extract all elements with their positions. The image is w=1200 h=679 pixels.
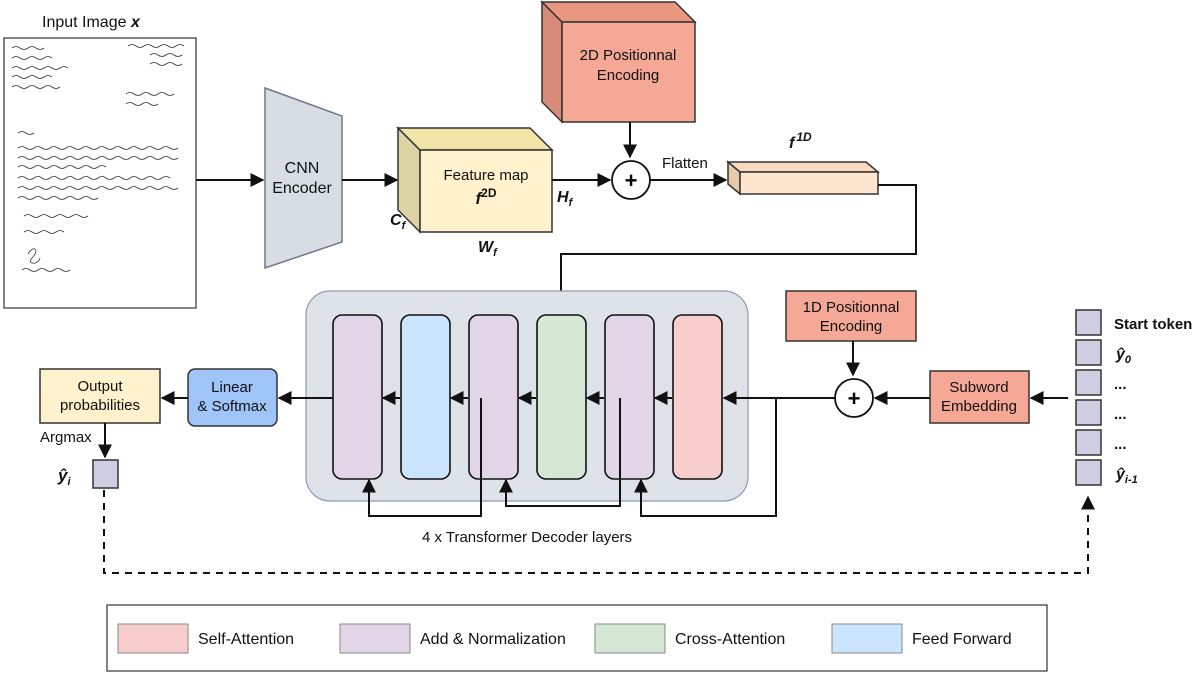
token-box bbox=[1075, 309, 1102, 336]
legend-label: Cross-Attention bbox=[675, 631, 785, 648]
legend-swatch bbox=[117, 623, 189, 654]
decoder-layer-cross-attention bbox=[536, 314, 587, 480]
dots-label-2: ... bbox=[1114, 406, 1127, 423]
cnn-encoder-label-1: CNN bbox=[285, 160, 320, 177]
token-column bbox=[1075, 309, 1102, 486]
output-probabilities bbox=[39, 368, 161, 424]
cnn-encoder-label-2: Encoder bbox=[272, 180, 332, 197]
pe2d-label-1: 2D Positionnal bbox=[580, 47, 677, 64]
feature-map-symbol: f2D bbox=[475, 186, 496, 208]
pe1d-label-2: Encoding bbox=[820, 318, 883, 335]
yi-label: ŷi bbox=[57, 466, 71, 488]
subword-embedding bbox=[929, 370, 1030, 424]
legend-label: Self-Attention bbox=[198, 631, 294, 648]
flatten-label: Flatten bbox=[662, 155, 708, 172]
decoder-caption: 4 x Transformer Decoder layers bbox=[422, 529, 632, 546]
legend-swatch bbox=[831, 623, 903, 654]
subword-label-2: Embedding bbox=[941, 398, 1017, 415]
legend-swatch bbox=[339, 623, 411, 654]
output-label-2: probabilities bbox=[60, 397, 140, 414]
decoder-layer-feed-forward bbox=[400, 314, 451, 480]
token-box bbox=[1075, 369, 1102, 396]
feature-map-channels: Cf bbox=[390, 212, 407, 232]
feedback-loop bbox=[103, 490, 1095, 574]
dots-label-1: ... bbox=[1114, 376, 1127, 393]
decoder-layer-self-attention bbox=[672, 314, 723, 480]
decoder-layer-add-norm bbox=[468, 314, 519, 480]
input-image bbox=[3, 37, 197, 309]
linear-label-2: & Softmax bbox=[197, 398, 267, 415]
token-box bbox=[1075, 339, 1102, 366]
argmax-label: Argmax bbox=[40, 429, 92, 446]
token-box bbox=[1075, 429, 1102, 456]
token-box bbox=[1075, 459, 1102, 486]
add-symbol-2d: + bbox=[625, 168, 638, 193]
add-circle-1d bbox=[834, 378, 874, 418]
positional-encoding-1d bbox=[785, 290, 917, 342]
start-token-label: Start token bbox=[1114, 316, 1192, 333]
dots-label-3: ... bbox=[1114, 436, 1127, 453]
pe2d-label-2: Encoding bbox=[597, 67, 660, 84]
legend-swatch bbox=[594, 623, 666, 654]
feature-map-width: Wf bbox=[478, 239, 498, 259]
handwriting-scribbles bbox=[11, 44, 185, 272]
decoder-layer-add-norm bbox=[332, 314, 383, 480]
cnn-encoder bbox=[264, 86, 343, 270]
input-image-title: Input Image x bbox=[42, 14, 141, 31]
decoder-layer-add-norm bbox=[604, 314, 655, 480]
linear-label-1: Linear bbox=[211, 379, 253, 396]
pe1d-label-1: 1D Positionnal bbox=[803, 299, 900, 316]
flattened-features bbox=[725, 160, 881, 196]
output-label-1: Output bbox=[77, 378, 123, 395]
token-box bbox=[1075, 399, 1102, 426]
add-symbol-1d: + bbox=[848, 386, 861, 411]
legend-label: Add & Normalization bbox=[420, 631, 566, 648]
legend: Self-Attention Add & Normalization Cross-A… bbox=[117, 623, 1012, 654]
positional-encoding-2d bbox=[540, 0, 697, 124]
predicted-token bbox=[92, 459, 119, 489]
feature-map bbox=[396, 126, 554, 234]
feature-map-label: Feature map bbox=[443, 167, 528, 184]
yi1-label: ŷi-1 bbox=[1115, 466, 1138, 486]
legend-label: Feed Forward bbox=[912, 631, 1012, 648]
subword-label-1: Subword bbox=[949, 379, 1008, 396]
feature-map-height: Hf bbox=[557, 189, 574, 209]
y0-label: ŷ0 bbox=[1115, 346, 1132, 366]
